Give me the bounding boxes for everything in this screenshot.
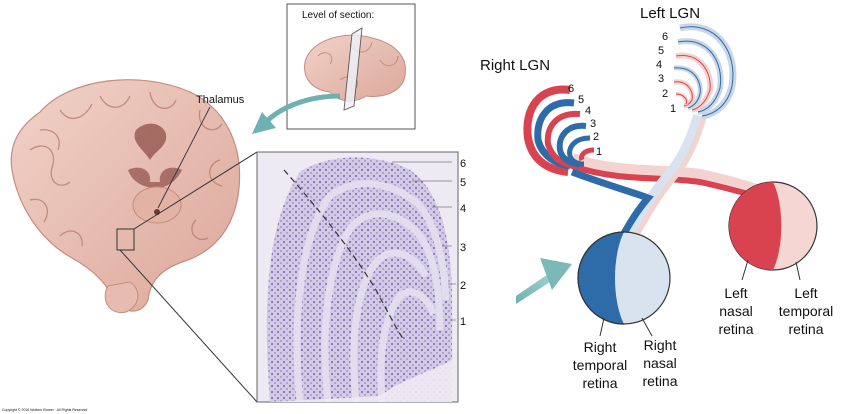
svg-text:Right: Right	[644, 337, 677, 353]
left-lgn-layer-2: 2	[662, 88, 668, 100]
svg-text:nasal: nasal	[719, 303, 752, 319]
thalamus-label: Thalamus	[196, 94, 245, 106]
zoom-lines	[119, 151, 258, 403]
retina-pointers	[599, 259, 801, 337]
svg-text:temporal: temporal	[779, 303, 833, 319]
dashed-section-line	[283, 169, 405, 341]
layer-pointers	[392, 161, 456, 321]
left-nasal-retina-label: Left nasal retina	[718, 285, 753, 337]
inset-title: Level of section:	[302, 10, 374, 21]
lgn-histology	[256, 151, 459, 403]
optic-tracts	[569, 114, 775, 250]
left-lgn-layer-1: 1	[670, 103, 676, 115]
svg-text:retina: retina	[788, 321, 823, 337]
svg-text:Left: Left	[724, 285, 747, 301]
layer-label-4: 4	[460, 203, 466, 215]
right-lgn-layer-5: 5	[578, 94, 584, 106]
right-lgn-layer-1: 1	[596, 146, 602, 158]
left-lgn-layer-3: 3	[658, 73, 664, 85]
layer-label-2: 2	[460, 280, 466, 292]
right-lgn-label: Right LGN	[480, 57, 550, 74]
layer-label-1: 1	[460, 316, 466, 328]
thalamus-pointer	[157, 106, 211, 209]
left-lgn-layer-6: 6	[662, 31, 668, 43]
svg-text:retina: retina	[582, 375, 617, 391]
brain-coronal-section	[10, 79, 241, 314]
right-temporal-retina-label: Right temporal retina	[573, 339, 627, 391]
eye-arrow	[516, 258, 572, 304]
right-lgn-layer-3: 3	[590, 118, 596, 130]
svg-text:temporal: temporal	[573, 357, 627, 373]
left-temporal-retina-label: Left temporal retina	[779, 285, 833, 337]
left-lgn-layer-4: 4	[656, 59, 662, 71]
left-lgn-layer-5: 5	[658, 45, 664, 57]
right-eye	[577, 231, 671, 325]
inset-arrow	[252, 93, 341, 134]
right-lgn-layer-6: 6	[568, 83, 574, 95]
svg-text:retina: retina	[718, 321, 753, 337]
left-lgn-layers	[673, 23, 737, 120]
svg-text:Right: Right	[584, 339, 617, 355]
left-lgn-label: Left LGN	[640, 5, 700, 22]
right-nasal-retina-label: Right nasal retina	[642, 337, 677, 389]
layer-label-6: 6	[460, 158, 466, 170]
layer-label-5: 5	[460, 177, 466, 189]
layer-label-3: 3	[460, 242, 466, 254]
section-box	[116, 228, 135, 251]
right-lgn-layer-4: 4	[585, 105, 591, 117]
svg-text:nasal: nasal	[643, 355, 676, 371]
level-of-section-inset: Level of section:	[286, 3, 416, 130]
section-plane	[343, 27, 363, 111]
copyright-text: Copyright © 2016 Wolters Kluwer · All Ri…	[2, 408, 87, 412]
right-lgn-layer-2: 2	[593, 131, 599, 143]
right-lgn-layers	[523, 85, 595, 176]
svg-text:Left: Left	[794, 285, 817, 301]
svg-text:retina: retina	[642, 373, 677, 389]
left-eye	[728, 181, 818, 271]
